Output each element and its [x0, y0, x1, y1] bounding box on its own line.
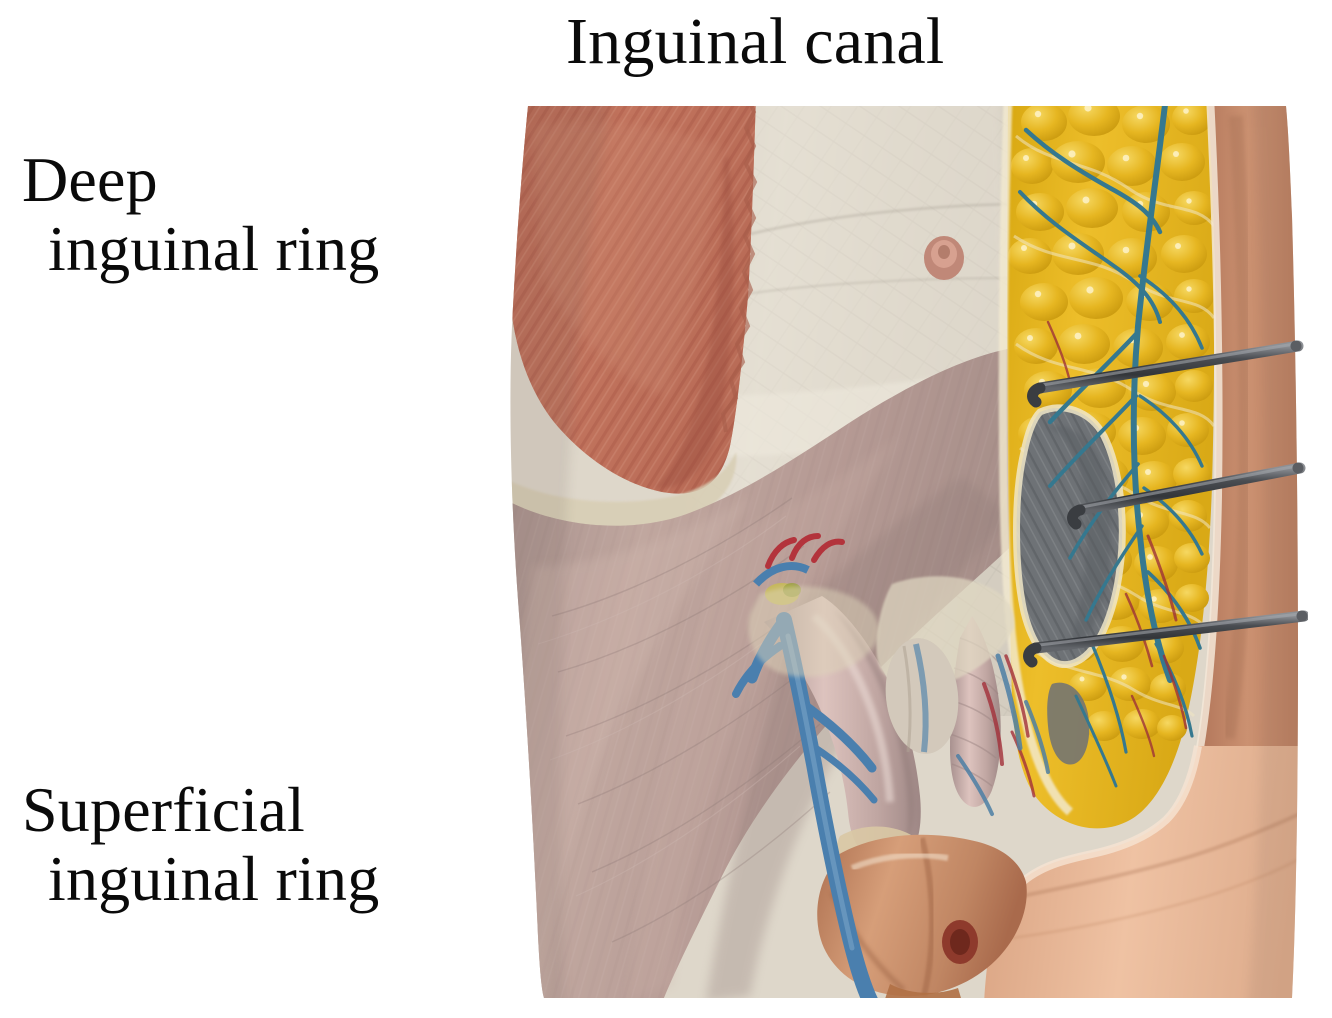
- label-superficial-inguinal-ring-line1: Superficial: [22, 774, 305, 845]
- deep-inguinal-ring-opening: [1013, 404, 1126, 668]
- superficial-veins: [1018, 106, 1204, 788]
- fascia-covered-structure: [885, 638, 959, 754]
- retractor-hook-1: [1027, 340, 1304, 408]
- fat-fascia-boundary: [998, 106, 1074, 816]
- thigh-musculature: [510, 348, 1032, 998]
- label-inguinal-canal: Inguinal canal: [566, 5, 945, 78]
- cord-arterioles: [982, 654, 1036, 798]
- vessel-stump: [924, 236, 964, 280]
- label-deep-inguinal-ring-line2: inguinal ring: [48, 213, 380, 285]
- retractor-hooks: [1023, 340, 1308, 668]
- label-deep-inguinal-ring-line1: Deep: [22, 144, 158, 215]
- right-edge-shadow: [1248, 106, 1298, 998]
- specimen-body: [510, 106, 1298, 998]
- anatomical-illustration: [492, 96, 1308, 1008]
- scrotum-and-penis: [817, 834, 1027, 998]
- arterioles-in-fat: [1046, 320, 1188, 758]
- label-superficial-inguinal-ring-line2: inguinal ring: [48, 843, 380, 915]
- superficial-ring-fascia: [748, 586, 879, 677]
- cord-veins: [956, 653, 1050, 816]
- saphenous-vein-highlight: [785, 633, 855, 951]
- retractor-hook-2: [1067, 462, 1306, 530]
- retractor-hook-3: [1023, 610, 1308, 668]
